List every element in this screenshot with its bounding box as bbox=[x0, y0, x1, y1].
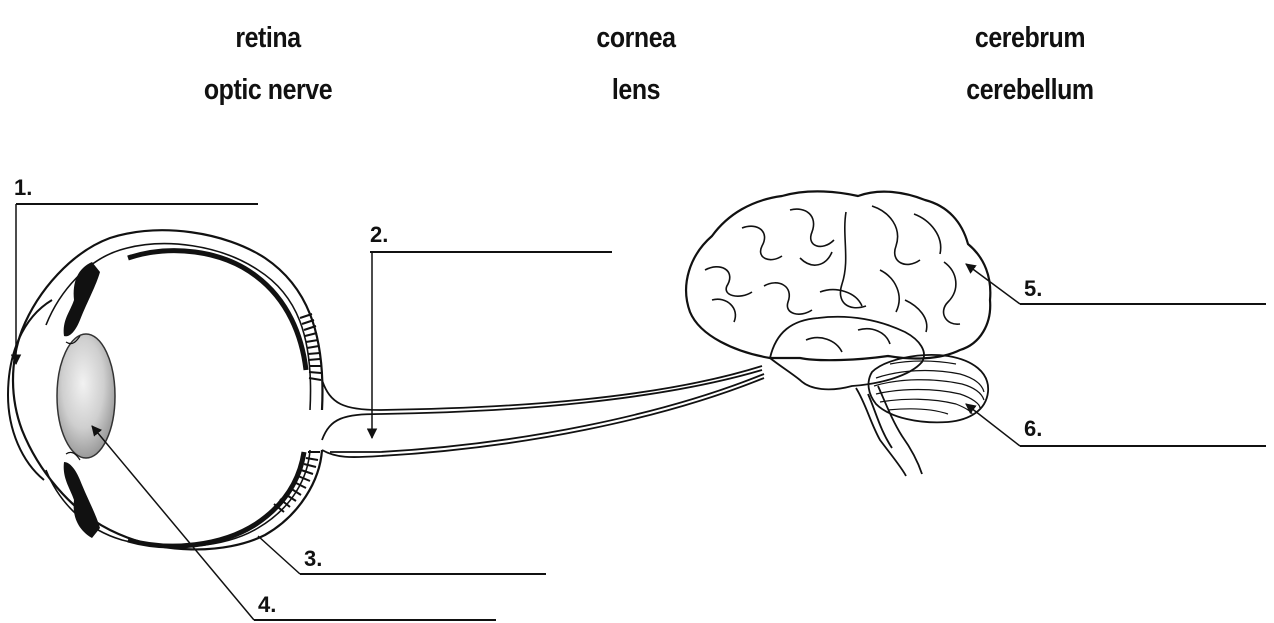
brain-cerebrum bbox=[686, 191, 990, 360]
label-5: 5. bbox=[966, 264, 1266, 304]
eye-lens bbox=[57, 334, 115, 458]
label-3-number: 3. bbox=[304, 546, 322, 571]
label-2-number: 2. bbox=[370, 222, 388, 247]
brain bbox=[686, 191, 990, 476]
eye-cornea bbox=[8, 300, 52, 480]
label-1-number: 1. bbox=[14, 175, 32, 200]
label-4-leader bbox=[92, 426, 254, 620]
brain-cerebellum bbox=[869, 355, 989, 422]
label-6: 6. bbox=[966, 404, 1266, 446]
eye-iris-top bbox=[64, 262, 100, 336]
label-5-leader bbox=[966, 264, 1020, 304]
label-1: 1. bbox=[14, 175, 258, 364]
label-6-number: 6. bbox=[1024, 416, 1042, 441]
label-3: 3. bbox=[258, 536, 546, 574]
label-5-number: 5. bbox=[1024, 276, 1042, 301]
label-4: 4. bbox=[92, 426, 496, 620]
label-6-leader bbox=[966, 404, 1020, 446]
optic-nerve bbox=[322, 366, 764, 457]
label-4-number: 4. bbox=[258, 592, 276, 617]
eye-choroid-bottom bbox=[128, 452, 304, 546]
eye bbox=[8, 230, 322, 549]
label-3-leader bbox=[258, 536, 300, 574]
